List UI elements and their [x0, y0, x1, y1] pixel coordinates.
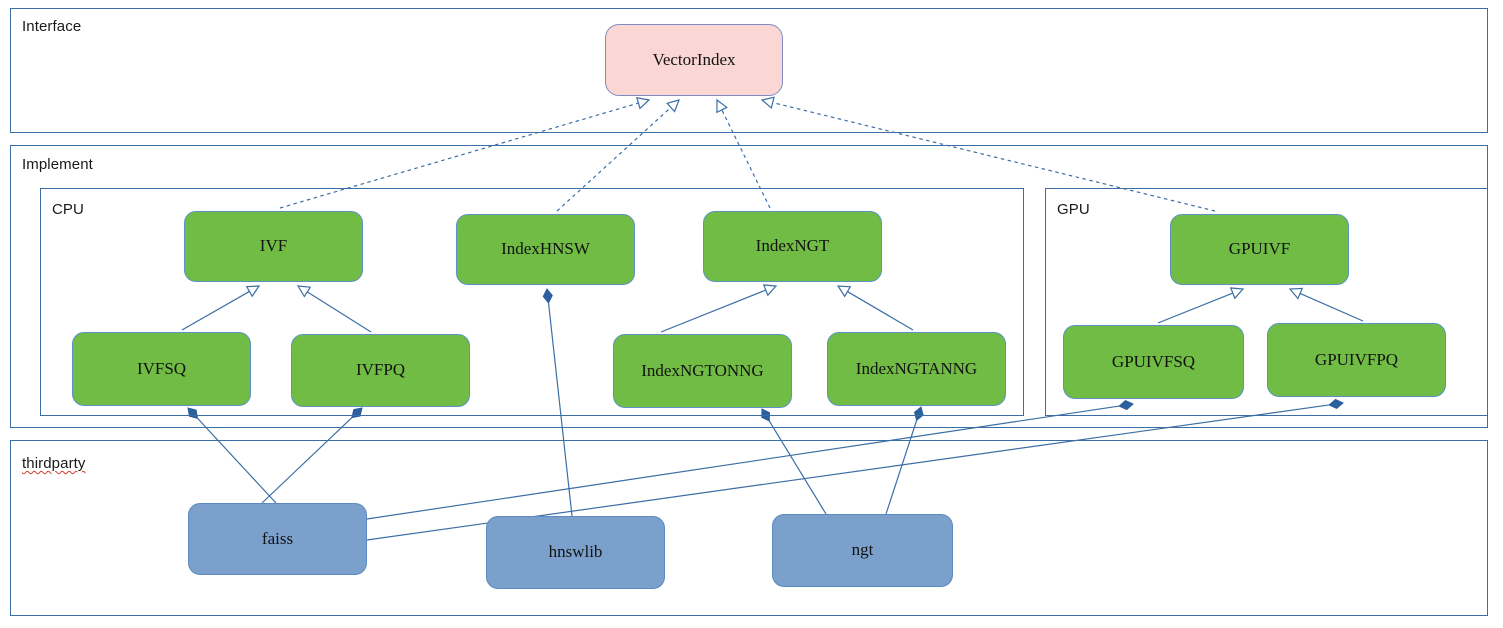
group-label-cpu: CPU [52, 201, 84, 218]
node-ivf[interactable]: IVF [184, 211, 363, 282]
group-label-thirdparty: thirdparty [22, 455, 86, 472]
node-faiss[interactable]: faiss [188, 503, 367, 575]
group-container-gpu [1045, 188, 1488, 416]
node-indexhnsw[interactable]: IndexHNSW [456, 214, 635, 285]
group-container-cpu [40, 188, 1024, 416]
group-container-interface [10, 8, 1488, 133]
group-label-implement: Implement [22, 156, 93, 173]
group-label-interface: Interface [22, 18, 82, 35]
node-indexngtonng[interactable]: IndexNGTONNG [613, 334, 792, 408]
node-gpuivfsq[interactable]: GPUIVFSQ [1063, 325, 1244, 399]
node-gpuivf[interactable]: GPUIVF [1170, 214, 1349, 285]
node-indexngtanng[interactable]: IndexNGTANNG [827, 332, 1006, 406]
node-ngt[interactable]: ngt [772, 514, 953, 587]
group-container-thirdparty [10, 440, 1488, 616]
node-vectorindex[interactable]: VectorIndex [605, 24, 783, 96]
node-indexngt[interactable]: IndexNGT [703, 211, 882, 282]
group-label-gpu: GPU [1057, 201, 1090, 218]
node-hnswlib[interactable]: hnswlib [486, 516, 665, 589]
node-ivfpq[interactable]: IVFPQ [291, 334, 470, 407]
node-ivfsq[interactable]: IVFSQ [72, 332, 251, 406]
node-gpuivfpq[interactable]: GPUIVFPQ [1267, 323, 1446, 397]
